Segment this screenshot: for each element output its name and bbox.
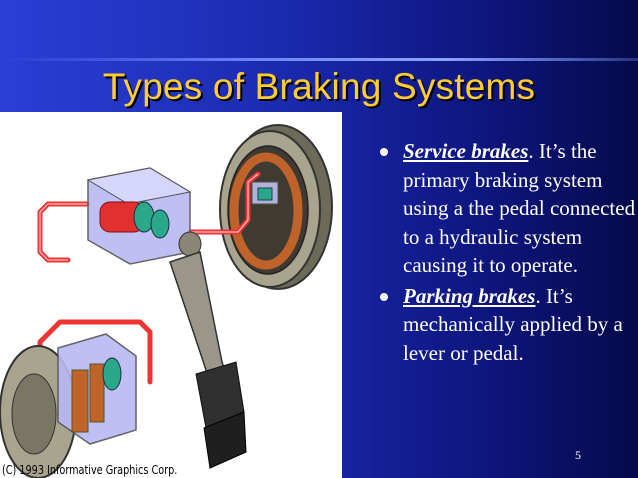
brake-line-icon: [39, 173, 259, 261]
bullet-term: Parking brakes: [403, 283, 536, 308]
title-divider: [0, 58, 638, 61]
master-cylinder-icon: [86, 167, 192, 265]
image-credit: (C) 1993 Informative Graphics Corp.: [2, 462, 178, 477]
bullet-dot-icon: [380, 148, 388, 156]
braking-system-illustration: (C) 1993 Informative Graphics Corp.: [0, 112, 342, 478]
bullet-term: Service brakes: [403, 139, 529, 163]
slide-title: Types of Braking Systems: [102, 66, 536, 107]
page-number: 5: [575, 448, 581, 462]
bullet-parking-brakes: Parking brakes. It’s mechanically applie…: [380, 282, 638, 368]
drum-brake-icon: [219, 124, 333, 290]
brake-pedal-icon: [169, 231, 247, 469]
bullet-list: Service brakes. It’s the primary braking…: [380, 137, 638, 367]
brake-diagram-drawing: [0, 124, 333, 478]
bullet-text: . It’s mechanically applied by a lever o…: [403, 283, 623, 365]
disc-brake-icon: [0, 333, 137, 478]
bullet-text: . It’s the primary braking system using …: [403, 139, 636, 277]
bullet-dot-icon: [380, 292, 388, 301]
bullet-service-brakes: Service brakes. It’s the primary braking…: [380, 137, 638, 280]
